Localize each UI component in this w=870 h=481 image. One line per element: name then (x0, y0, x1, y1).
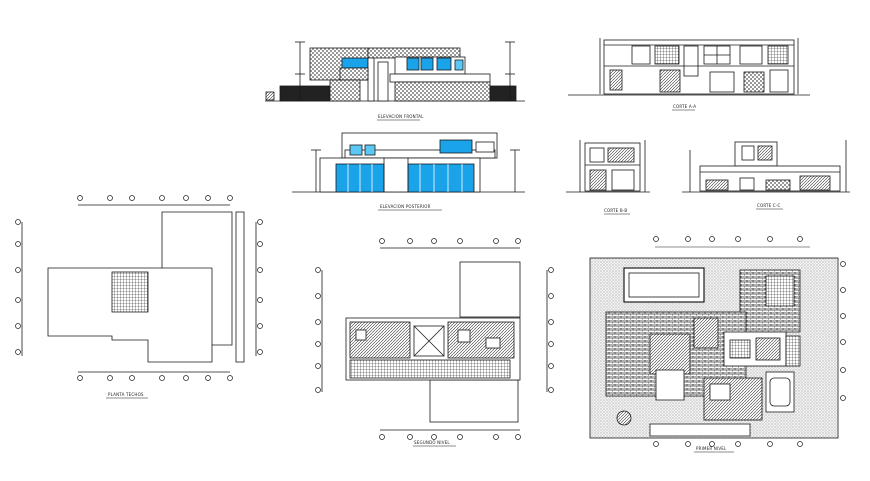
label-planta-techos: PLANTA TECHOS (108, 392, 144, 397)
elevation-front-drawing (265, 41, 525, 102)
label-elevacion-posterior: ELEVACION POSTERIOR (380, 204, 431, 209)
section-bb-drawing (566, 140, 650, 193)
label-corte-bb: CORTE B-B (604, 208, 627, 213)
second-floor-axis-markers (315, 238, 554, 440)
section-cc-drawing (682, 140, 850, 193)
first-floor-plan-drawing (589, 257, 839, 439)
elevation-rear-drawing (292, 132, 525, 193)
roof-plan-axis-markers (15, 195, 263, 381)
roof-plan-drawing (21, 204, 257, 373)
section-aa-drawing (568, 38, 810, 96)
first-floor-axis-markers (653, 236, 846, 447)
second-floor-plan-drawing (321, 247, 548, 431)
label-corte-aa: CORTE A-A (673, 104, 696, 109)
label-primer-nivel: PRIMER NIVEL (696, 446, 727, 451)
label-elevacion-frontal: ELEVACION FRONTAL (378, 114, 424, 119)
label-segundo-nivel: SEGUNDO NIVEL (414, 440, 450, 445)
label-corte-cc: CORTE C-C (757, 203, 781, 208)
